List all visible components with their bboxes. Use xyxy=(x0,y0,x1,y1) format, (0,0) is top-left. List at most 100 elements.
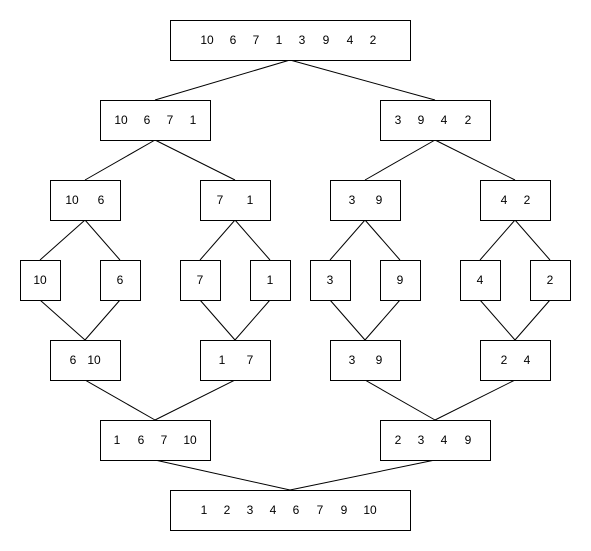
node-value: 7 xyxy=(197,273,204,287)
node-box xyxy=(480,340,551,381)
node-value: 1 xyxy=(276,33,283,47)
node-value: 6 xyxy=(98,193,105,207)
node-value: 3 xyxy=(395,113,402,127)
node-value: 1 xyxy=(267,273,274,287)
node-value: 3 xyxy=(349,193,356,207)
edge-pair-7-1-to-single-1 xyxy=(234,219,271,261)
node-right-half: 3 9 4 2 xyxy=(380,100,491,141)
node-value: 4 xyxy=(441,433,448,447)
node-box xyxy=(100,100,211,141)
edge-root-to-right-half xyxy=(289,59,436,101)
node-value: 1 xyxy=(247,193,254,207)
node-value: 3 xyxy=(418,433,425,447)
edge-single-10-to-merged-6-10 xyxy=(39,299,86,341)
edge-single-7-to-merged-1-7 xyxy=(199,299,236,341)
edge-left-half-to-pair-10-6 xyxy=(84,139,156,181)
node-value: 4 xyxy=(477,273,484,287)
node-value: 7 xyxy=(247,353,254,367)
node-value: 6 xyxy=(230,33,237,47)
node-box xyxy=(480,180,551,221)
node-value: 1 xyxy=(219,353,226,367)
node-value: 3 xyxy=(349,353,356,367)
edge-left-half-to-pair-7-1 xyxy=(154,139,236,181)
node-value: 6 xyxy=(293,503,300,517)
node-value: 4 xyxy=(501,193,508,207)
node-value: 9 xyxy=(323,33,330,47)
node-value: 6 xyxy=(117,273,124,287)
node-box xyxy=(380,420,491,461)
node-single-10: 10 xyxy=(20,260,61,301)
node-value: 9 xyxy=(341,503,348,517)
edge-root-to-left-half xyxy=(154,59,291,101)
node-value: 2 xyxy=(370,33,377,47)
node-box xyxy=(100,420,211,461)
node-value: 1 xyxy=(190,113,197,127)
node-value: 2 xyxy=(224,503,231,517)
node-value: 3 xyxy=(299,33,306,47)
node-value: 2 xyxy=(547,273,554,287)
node-value: 9 xyxy=(397,273,404,287)
node-box xyxy=(330,340,401,381)
edges xyxy=(39,59,551,491)
node-value: 2 xyxy=(501,353,508,367)
edge-single-6-to-merged-6-10 xyxy=(84,299,121,341)
node-single-3: 3 xyxy=(310,260,351,301)
node-value: 10 xyxy=(363,503,377,517)
node-pair-10-6: 10 6 xyxy=(50,180,121,221)
node-box xyxy=(50,180,121,221)
node-value: 9 xyxy=(376,193,383,207)
node-value: 4 xyxy=(441,113,448,127)
node-value: 7 xyxy=(161,433,168,447)
node-box xyxy=(460,260,501,301)
node-box xyxy=(310,260,351,301)
node-single-2: 2 xyxy=(530,260,571,301)
edge-merged-1-7-to-merged-left xyxy=(154,379,236,421)
node-value: 10 xyxy=(183,433,197,447)
node-box xyxy=(200,340,271,381)
node-value: 4 xyxy=(270,503,277,517)
node-value: 9 xyxy=(465,433,472,447)
edge-right-half-to-pair-3-9 xyxy=(364,139,436,181)
edge-single-1-to-merged-1-7 xyxy=(234,299,271,341)
node-value: 9 xyxy=(418,113,425,127)
node-value: 7 xyxy=(253,33,260,47)
node-single-1: 1 xyxy=(250,260,291,301)
node-merged-right: 2 3 4 9 xyxy=(380,420,491,461)
node-value: 1 xyxy=(201,503,208,517)
edge-merged-right-to-sorted xyxy=(289,459,436,491)
node-value: 10 xyxy=(87,353,101,367)
node-box xyxy=(380,260,421,301)
node-box xyxy=(170,490,411,531)
edge-pair-10-6-to-single-6 xyxy=(84,219,121,261)
node-box xyxy=(100,260,141,301)
node-value: 2 xyxy=(524,193,531,207)
node-box xyxy=(200,180,271,221)
edge-pair-4-2-to-single-4 xyxy=(479,219,516,261)
node-value: 2 xyxy=(395,433,402,447)
node-box xyxy=(180,260,221,301)
node-box xyxy=(170,20,411,61)
edge-merged-left-to-sorted xyxy=(154,459,291,491)
node-value: 10 xyxy=(65,193,79,207)
node-value: 2 xyxy=(465,113,472,127)
edge-merged-2-4-to-merged-right xyxy=(434,379,516,421)
edge-pair-3-9-to-single-3 xyxy=(329,219,366,261)
edge-merged-6-10-to-merged-left xyxy=(84,379,156,421)
node-box xyxy=(330,180,401,221)
node-value: 7 xyxy=(167,113,174,127)
node-value: 3 xyxy=(327,273,334,287)
node-value: 4 xyxy=(347,33,354,47)
node-value: 7 xyxy=(217,193,224,207)
edge-right-half-to-pair-4-2 xyxy=(434,139,516,181)
